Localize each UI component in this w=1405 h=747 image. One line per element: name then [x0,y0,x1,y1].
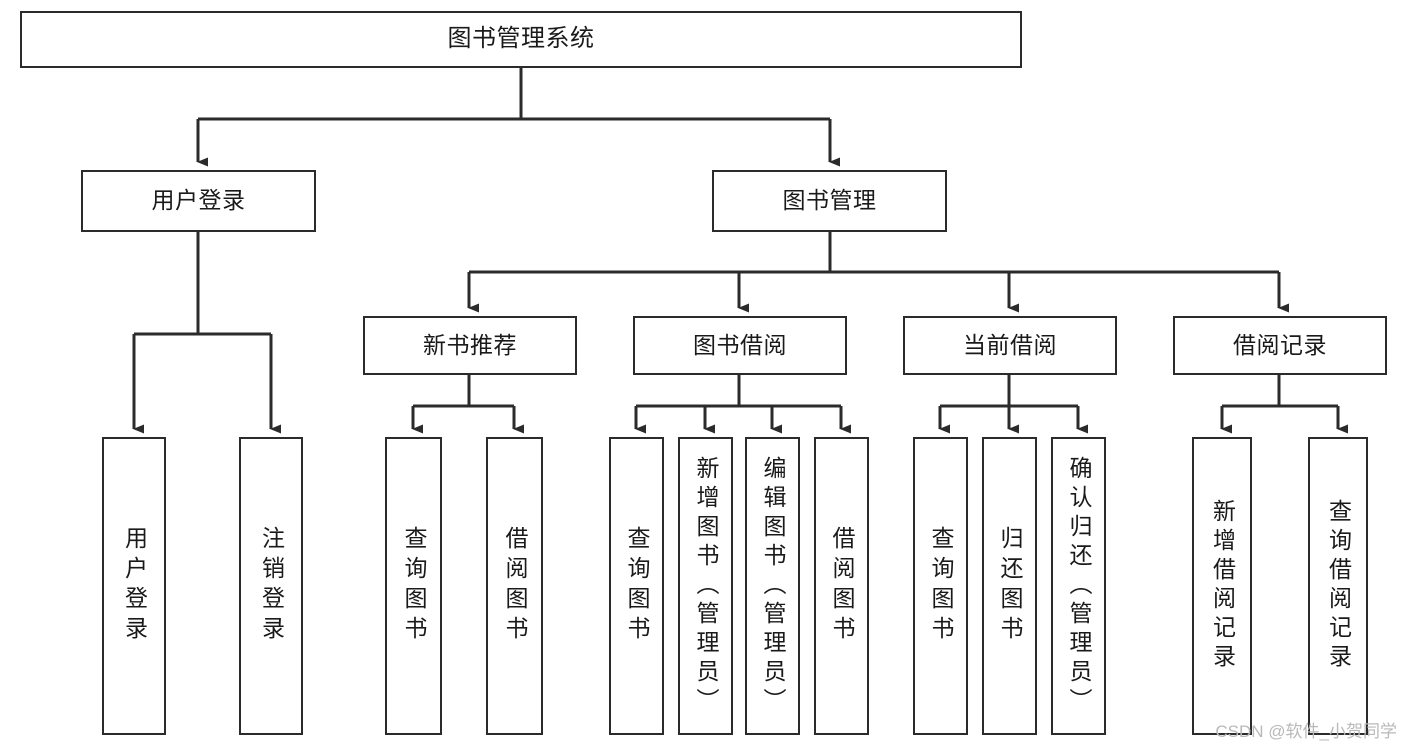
leaf-confirm-return-admin[interactable]: 确认归还（管理员） [1051,437,1106,735]
leaf-logout[interactable]: 注销登录 [239,437,303,735]
node-label: 编辑图书（管理员） [760,455,786,717]
node-current-borrowing[interactable]: 当前借阅 [903,316,1117,375]
node-label: 借阅记录 [1233,331,1327,358]
leaf-return-books[interactable]: 归还图书 [982,437,1037,735]
node-label: 图书管理系统 [447,25,595,53]
node-label: 确认归还（管理员） [1066,455,1092,717]
leaf-query-borrow-record[interactable]: 查询借阅记录 [1308,437,1368,735]
node-label: 用户登录 [151,187,246,214]
node-label: 用户登录 [121,526,148,646]
node-new-book-recommendation[interactable]: 新书推荐 [363,316,577,375]
watermark: CSDN @软件_小贺同学 [1215,722,1397,741]
node-borrowing-record[interactable]: 借阅记录 [1173,316,1387,375]
leaf-add-book-admin[interactable]: 新增图书（管理员） [678,437,733,735]
leaf-borrow-books-recommend[interactable]: 借阅图书 [486,437,543,735]
leaf-borrow-books[interactable]: 借阅图书 [814,437,869,735]
node-root-book-management-system[interactable]: 图书管理系统 [20,11,1022,68]
node-label: 查询图书 [624,526,650,646]
leaf-query-books-current[interactable]: 查询图书 [913,437,968,735]
node-book-management[interactable]: 图书管理 [712,170,947,232]
node-label: 借阅图书 [502,526,528,646]
node-label: 注销登录 [258,526,285,646]
leaf-add-borrow-record[interactable]: 新增借阅记录 [1192,437,1252,735]
leaf-query-books-recommend[interactable]: 查询图书 [385,437,442,735]
node-label: 当前借阅 [963,331,1057,358]
node-label: 查询图书 [401,526,427,646]
node-label: 查询图书 [928,526,954,646]
node-label: 图书管理 [782,187,877,214]
node-label: 新增图书（管理员） [693,455,719,717]
leaf-query-books-borrow[interactable]: 查询图书 [609,437,664,735]
node-label: 图书借阅 [693,331,787,358]
node-label: 借阅图书 [829,526,855,646]
leaf-user-login[interactable]: 用户登录 [102,437,166,735]
leaf-edit-book-admin[interactable]: 编辑图书（管理员） [745,437,800,735]
node-book-borrowing[interactable]: 图书借阅 [633,316,847,375]
node-user-login[interactable]: 用户登录 [81,170,316,232]
node-label: 归还图书 [997,526,1023,646]
node-label: 新书推荐 [423,331,517,358]
node-label: 查询借阅记录 [1325,499,1352,673]
node-label: 新增借阅记录 [1209,499,1236,673]
